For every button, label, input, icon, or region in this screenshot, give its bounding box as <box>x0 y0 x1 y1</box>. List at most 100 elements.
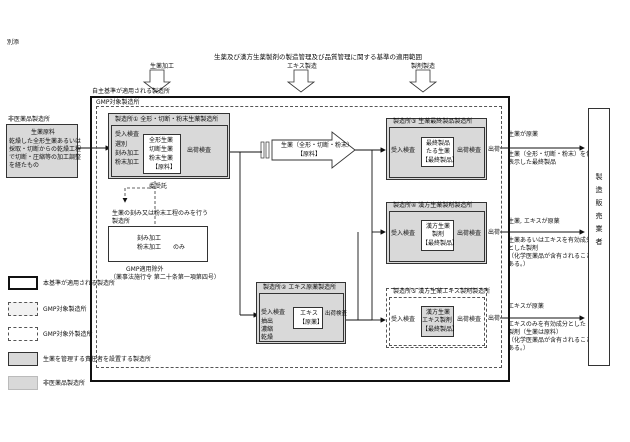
non-pharma-desc-2: 採取・切断からの乾燥工程 <box>9 146 82 153</box>
plant-2-title: 製造所② エキス原薬製造所 <box>263 284 337 291</box>
plant-1-inner: 全形生薬 切断生薬 粉末生薬 【原料】 <box>143 134 181 174</box>
plant-1-inner-2: 切断生薬 <box>149 146 174 153</box>
gmp-exempt-caption-1: GMP適用除外 <box>126 266 164 273</box>
plant-2-ship: 出荷検査 <box>325 311 348 317</box>
plant-4-inner-2: 製剤 <box>432 231 445 238</box>
gmp-exempt-lead-1: 生薬の刻み又は粉末工程のみを行う <box>112 210 209 217</box>
plant-5-box: 製造所⑤ 漢方生薬エキス製剤製造所 受入検査 漢方生薬 エキス製剤 【最終製品】… <box>386 288 491 348</box>
plant-3-ship: 出荷検査 <box>457 147 482 154</box>
plant-3-receive: 受入検査 <box>391 147 416 154</box>
non-pharma-desc-1: 乾燥した全形生薬あるいは <box>9 138 82 145</box>
plant-2-step-1: 受入検査 <box>261 309 286 316</box>
plant-1-inner-3: 粉末生薬 <box>149 155 174 162</box>
plant-3-inner-1: 最終製品 <box>426 140 451 147</box>
plant-1-inner-1: 全形生薬 <box>149 137 174 144</box>
plant-5-frame <box>389 297 485 346</box>
plant-3-inner-3: 【最終製品】 <box>422 157 459 164</box>
flow-label-middle: エキス製造 <box>287 63 317 70</box>
legend-text-standard: 本基準が適用される製造所 <box>43 280 116 287</box>
output-1-head: 生薬が原薬 <box>508 131 539 138</box>
plant-4-box: 製造所④ 漢方生薬製剤製造所 受入検査 漢方生薬 製剤 【最終製品】 出荷検査 <box>386 202 487 264</box>
legend-swatch-non-pharma <box>8 376 38 390</box>
gmp-exempt-box: 刻み加工 粉末加工 のみ <box>108 226 208 262</box>
plant-3-inner-2: たる生薬 <box>426 148 451 155</box>
gmp-exempt-lead-2: 製造所 <box>112 218 131 225</box>
plant-2-box: 製造所② エキス原薬製造所 受入検査 抽出 濃縮 乾燥 エキス 【原薬】 出荷検… <box>256 282 348 344</box>
plant-2-step-4: 乾燥 <box>261 334 274 341</box>
plant-3-frame <box>389 127 485 178</box>
arrow-label: 生薬（全形・切断・粉末） <box>281 142 354 149</box>
non-pharma-desc-3: で切断・圧縮等の加工調整 <box>9 154 82 161</box>
plant-5-out: 出荷 <box>488 315 501 322</box>
plant-2-frame <box>259 293 344 342</box>
plant-5-inner-1: 漢方生薬 <box>426 309 451 316</box>
output-1-desc-1: 生薬（全形・切断・粉末）を包装・ <box>508 151 605 158</box>
raw-material-arrow <box>271 131 356 169</box>
seller-label: 製造販売業者 <box>595 173 603 251</box>
legend-swatch-gmp <box>8 302 38 316</box>
non-pharma-box: 生薬原料 乾燥した全形生薬あるいは 採取・切断からの乾燥工程 で切断・圧縮等の加… <box>6 124 82 178</box>
plant-1-frame <box>111 125 228 177</box>
plant-5-inner-2: エキス製剤 <box>422 317 452 324</box>
output-2-desc-1: 生薬あるいはエキスを有効成分 <box>508 237 592 244</box>
plant-3-inner: 最終製品 たる生薬 【最終製品】 <box>421 137 458 167</box>
legend-text-gmp: GMP対象製造所 <box>43 306 87 313</box>
output-3-desc-2: 製剤（生薬は原料） <box>508 329 563 336</box>
legend-text-manager: 生薬を管理する責任者を設置する製造所 <box>43 356 152 363</box>
flow-arrow-middle <box>286 69 316 93</box>
plant-5-title: 製造所⑤ 漢方生薬エキス製剤製造所 <box>393 288 491 295</box>
plant-4-inner-1: 漢方生薬 <box>426 223 451 230</box>
plant-5-inner-3: 【最終製品】 <box>422 326 459 333</box>
plant-3-out: 出荷 <box>488 146 501 153</box>
plant-1-step-3: 刻み加工 <box>115 150 140 157</box>
plant-2-inner-1: エキス <box>300 310 318 317</box>
legend-text-non-gmp: GMP対象外製造所 <box>43 331 93 338</box>
output-1-desc-2: 表示した最終製品 <box>508 159 557 166</box>
output-2-desc-2: とした製剤 <box>508 245 539 252</box>
gmp-target-label: GMP対象製造所 <box>96 99 140 106</box>
page-label: 別添 <box>7 39 20 46</box>
flow-label-right: 製剤製造 <box>411 63 436 70</box>
plant-5-receive: 受入検査 <box>391 316 416 323</box>
plant-4-frame <box>389 211 485 262</box>
plant-2-inner: エキス 【原薬】 <box>293 307 323 329</box>
main-title: 生薬及び漢方生薬製剤の製造管理及び品質管理に関する基準の適用範囲 <box>214 53 422 61</box>
legend-swatch-manager <box>8 352 38 366</box>
plant-1-step-4: 粉末加工 <box>115 159 140 166</box>
plant-4-inner: 漢方生薬 製剤 【最終製品】 <box>421 220 458 251</box>
flow-label-left: 生薬加工 <box>150 63 175 70</box>
output-2-head: 生薬, エキスが原薬 <box>508 218 560 225</box>
output-2-desc-3: （化学医薬品が含有されることも <box>508 253 599 260</box>
plant-4-out: 出荷 <box>488 229 501 236</box>
standard-applied-label: 自主基準が適用される製造所 <box>92 88 171 95</box>
output-2-desc-4: ある。） <box>508 261 530 268</box>
plant-2-inner-2: 【原薬】 <box>299 319 324 326</box>
legend-swatch-non-gmp <box>8 327 38 341</box>
non-pharma-title: 非医薬品製造所 <box>8 116 51 123</box>
plant-1-step-2: 選別 <box>115 141 128 148</box>
legend-swatch-standard <box>8 276 38 290</box>
plant-1-box: 製造所① 全形・切断・粉末生薬製造所 受入検査 選別 刻み加工 粉末加工 全形生… <box>108 113 230 179</box>
plant-1-inner-4: 【原料】 <box>152 164 177 171</box>
legend-text-non-pharma: 非医薬品製造所 <box>43 380 86 387</box>
plant-4-ship: 出荷検査 <box>457 230 482 237</box>
plant-4-receive: 受入検査 <box>391 230 416 237</box>
plant-1-step-1: 受入検査 <box>115 131 140 138</box>
output-3-desc-1: エキスのみを有効成分とした <box>508 321 586 328</box>
plant-1-title: 製造所① 全形・切断・粉末生薬製造所 <box>115 116 219 123</box>
gmp-exempt-item-2: 粉末加工 のみ <box>137 244 186 251</box>
plant-3-box: 製造所③ 生薬最終製品製造所 受入検査 最終製品 たる生薬 【最終製品】 出荷検… <box>386 118 487 180</box>
gmp-target-region <box>96 106 502 368</box>
standard-applied-region <box>90 96 510 382</box>
plant-5-ship: 出荷検査 <box>457 316 482 323</box>
gmp-exempt-caption-2: （薬事法施行令 第二十条第一項第四号） <box>110 274 220 281</box>
flow-arrow-left <box>142 69 172 93</box>
plant-3-title: 製造所③ 生薬最終製品製造所 <box>393 118 473 125</box>
non-pharma-desc-4: を経たもの <box>9 162 40 169</box>
plant-4-inner-3: 【最終製品】 <box>422 240 459 247</box>
plant-2-step-2: 抽出 <box>261 318 274 325</box>
arrow-label-2: 【原料】 <box>297 151 322 158</box>
entrust-label: 委受託 <box>149 183 168 190</box>
gmp-exempt-item-1: 刻み加工 <box>137 235 162 242</box>
